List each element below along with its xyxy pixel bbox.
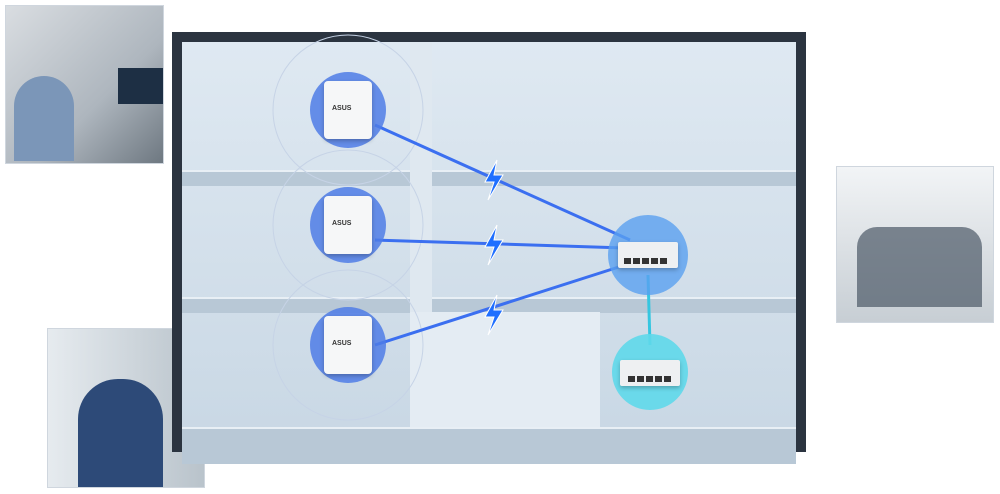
ap-signal-ring [272,269,424,421]
ap-signal-ring [272,34,424,186]
access-point: ASUS [324,316,372,374]
lightning-bolt-icon [484,159,504,201]
photo-meeting [836,166,994,323]
ap-logo: ASUS [332,220,352,227]
ap-signal-ring [272,149,424,301]
photo-man-at-desk [5,5,164,164]
person [78,379,163,487]
link-line [374,123,631,242]
monitor [118,68,163,104]
access-point: ASUS [324,81,372,139]
poe-switch-secondary [620,360,680,386]
ap-logo: ASUS [332,340,352,347]
ap-logo: ASUS [332,105,352,112]
poe-switch [618,242,678,268]
lightning-bolt-icon [484,294,504,336]
floor-slab [182,427,796,464]
access-point: ASUS [324,196,372,254]
link-line [374,263,626,347]
lightning-bolt-icon [484,224,504,266]
lobby-wall [410,312,600,427]
people-group [857,227,982,307]
floor-slab [182,297,796,313]
person [14,76,74,161]
